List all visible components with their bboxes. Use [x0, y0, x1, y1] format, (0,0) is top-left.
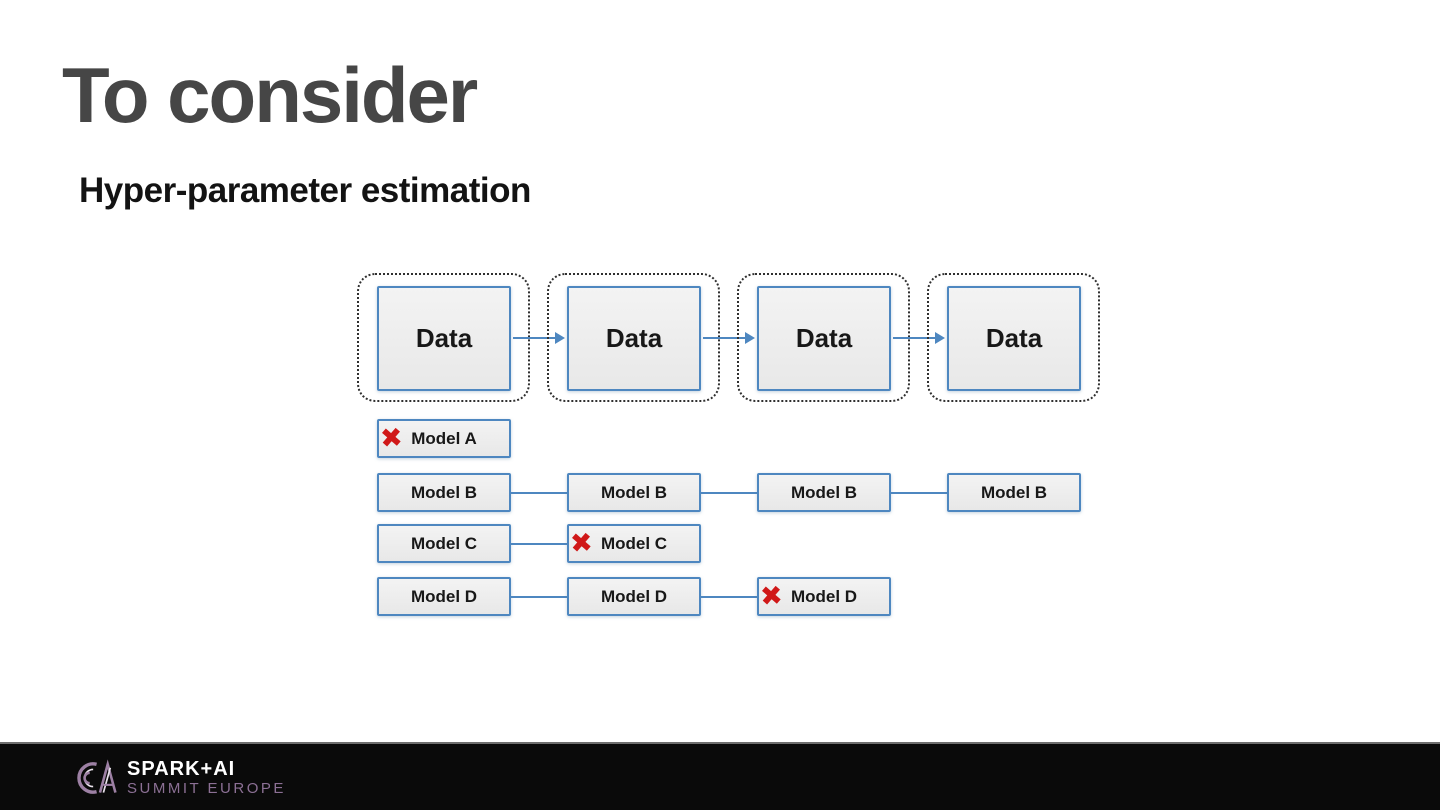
model-box: Model D	[567, 577, 701, 616]
connector-line	[701, 595, 757, 598]
flow-arrow-head	[935, 332, 945, 344]
model-box-label: Model C	[600, 533, 668, 553]
brand-event: SUMMIT EUROPE	[127, 780, 286, 797]
model-box-label: Model D	[410, 586, 478, 606]
spark-ai-logo-icon	[77, 759, 117, 794]
model-box: Model B	[757, 473, 891, 512]
model-box: Model B	[377, 473, 511, 512]
data-box-label: Data	[415, 323, 473, 353]
model-box: Model B	[947, 473, 1081, 512]
flow-arrow-line	[513, 337, 557, 339]
slide-title: To consider	[62, 51, 478, 139]
connector-line	[511, 542, 567, 545]
flow-arrow-head	[745, 332, 755, 344]
footer-bar: SPARK+AI SUMMIT EUROPE	[0, 742, 1440, 810]
brand-text-block: SPARK+AI SUMMIT EUROPE	[127, 759, 286, 797]
slide-subtitle: Hyper-parameter estimation	[79, 171, 531, 210]
connector-line	[891, 491, 947, 494]
connector-line	[511, 491, 567, 494]
model-box: ✖ Model D	[757, 577, 891, 616]
model-box-label: Model B	[600, 482, 668, 502]
model-box-label: Model C	[410, 533, 478, 553]
data-box-label: Data	[795, 323, 853, 353]
model-box: Model D	[377, 577, 511, 616]
brand-name: SPARK+AI	[127, 758, 236, 780]
data-fold-outline	[927, 273, 1100, 402]
flow-arrow-head	[555, 332, 565, 344]
data-box-label: Data	[985, 323, 1043, 353]
model-box: Model B	[567, 473, 701, 512]
data-box: Data	[947, 286, 1081, 391]
flow-arrow-line	[703, 337, 747, 339]
model-box-label: Model B	[410, 482, 478, 502]
model-box-label: Model D	[600, 586, 668, 606]
rejected-cross-icon: ✖	[569, 527, 594, 560]
model-box-label: Model B	[790, 482, 858, 502]
model-box: ✖ Model C	[567, 524, 701, 563]
model-box-label: Model A	[411, 428, 477, 448]
connector-line	[511, 595, 567, 598]
connector-line	[701, 491, 757, 494]
flow-arrow-line	[893, 337, 937, 339]
model-box: ✖ Model A	[377, 419, 511, 458]
rejected-cross-icon: ✖	[379, 422, 405, 455]
model-box: Model C	[377, 524, 511, 563]
model-box-label: Model B	[980, 482, 1048, 502]
rejected-cross-icon: ✖	[759, 580, 784, 613]
data-box: Data	[377, 286, 511, 391]
model-box-label: Model D	[790, 586, 858, 606]
data-box: Data	[567, 286, 701, 391]
data-box: Data	[757, 286, 891, 391]
data-box-label: Data	[605, 323, 663, 353]
